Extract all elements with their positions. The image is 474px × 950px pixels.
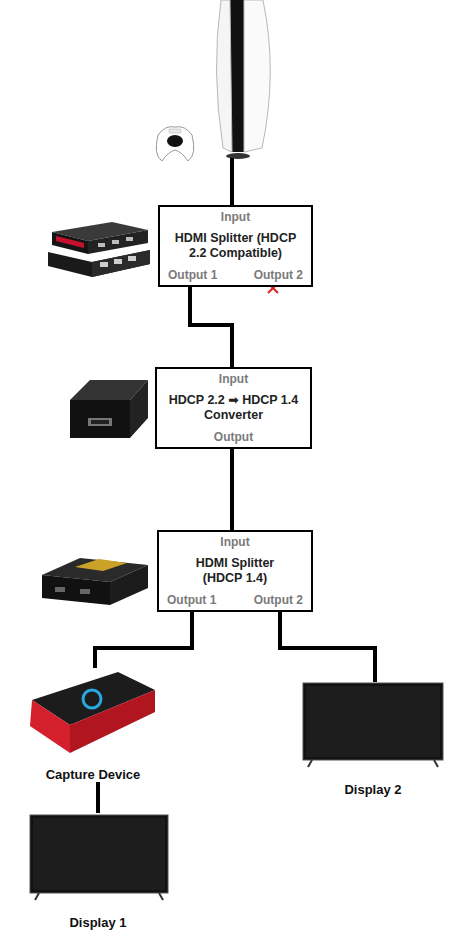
cable-connector (96, 782, 100, 813)
cable-connector (190, 287, 232, 367)
port-row: Output 1 Output 2 (167, 593, 303, 607)
port (55, 587, 65, 592)
console-shell (216, 0, 232, 152)
device-label-plate (75, 559, 127, 571)
device-face (52, 232, 88, 254)
splitter-illustration (42, 558, 148, 605)
device-face (48, 250, 150, 277)
device-face (130, 380, 148, 438)
port-label: Output 2 (254, 268, 303, 282)
device-label: Display 1 (69, 915, 126, 930)
display-foot (308, 760, 312, 767)
box-title: HDCP 2.2 ➡ HDCP 1.4 Converter (165, 393, 302, 423)
process-box: InputHDCP 2.2 ➡ HDCP 1.4 ConverterOutput (155, 367, 312, 449)
cable-connector (95, 612, 192, 668)
display-foot (434, 760, 438, 767)
device-label: Display 2 (344, 782, 401, 797)
device-face (88, 230, 148, 254)
port (114, 259, 122, 264)
device-node: Display 2 (300, 682, 446, 797)
port-label: Input (221, 210, 250, 224)
device-label: Capture Device (46, 767, 141, 782)
port (100, 262, 108, 267)
screen-glass (306, 686, 440, 757)
device-logo (83, 690, 101, 708)
console-base (226, 153, 250, 159)
port-row: Output 1 Output 2 (168, 268, 303, 282)
box-title: HDMI Splitter (HDCP 2.2 Compatible) (168, 231, 303, 261)
device-face (42, 575, 110, 605)
display-foot (35, 893, 39, 900)
port-label: Output 1 (168, 268, 217, 282)
screen (303, 683, 443, 760)
splitter-illustration (48, 222, 150, 277)
port-row: Output (165, 430, 302, 444)
controller-center (167, 135, 183, 147)
port-label: Output 2 (254, 593, 303, 607)
converter-illustration (70, 380, 148, 438)
device-face (110, 565, 148, 605)
port-inner (91, 420, 109, 424)
controller-body (156, 127, 194, 161)
display-foot (159, 893, 163, 900)
port-label: Output (214, 430, 253, 444)
console-illustration (216, 0, 270, 159)
port (126, 237, 133, 241)
console-wire (230, 158, 234, 206)
screen (30, 815, 168, 893)
device-face (30, 700, 70, 753)
device-face (92, 250, 150, 277)
capture-illustration (30, 672, 155, 753)
process-box: InputHDMI Splitter (HDCP 2.2 Compatible)… (158, 205, 313, 287)
cable-connector (230, 449, 234, 530)
port (98, 243, 105, 247)
port-label: Output 1 (167, 593, 216, 607)
port (112, 240, 119, 244)
screen-glass (33, 818, 165, 890)
port (128, 256, 136, 261)
port (80, 589, 90, 594)
console-shell (244, 0, 270, 152)
box-title: HDMI Splitter (HDCP 1.4) (179, 556, 291, 586)
controller-illustration (156, 127, 194, 161)
device-node: Capture Device (28, 668, 158, 782)
display-illustration (303, 683, 443, 767)
accent-stripe (56, 236, 84, 248)
port-label: Input (219, 372, 248, 386)
device-face (70, 690, 155, 753)
process-box: InputHDMI Splitter (HDCP 1.4)Output 1Out… (157, 530, 313, 612)
device-node: Display 1 (25, 813, 171, 930)
cable-connector (280, 612, 375, 682)
controller-touchpad (169, 129, 181, 133)
display-illustration (30, 815, 168, 900)
port-label: Input (220, 535, 249, 549)
device-face (70, 400, 130, 438)
port (88, 418, 112, 426)
